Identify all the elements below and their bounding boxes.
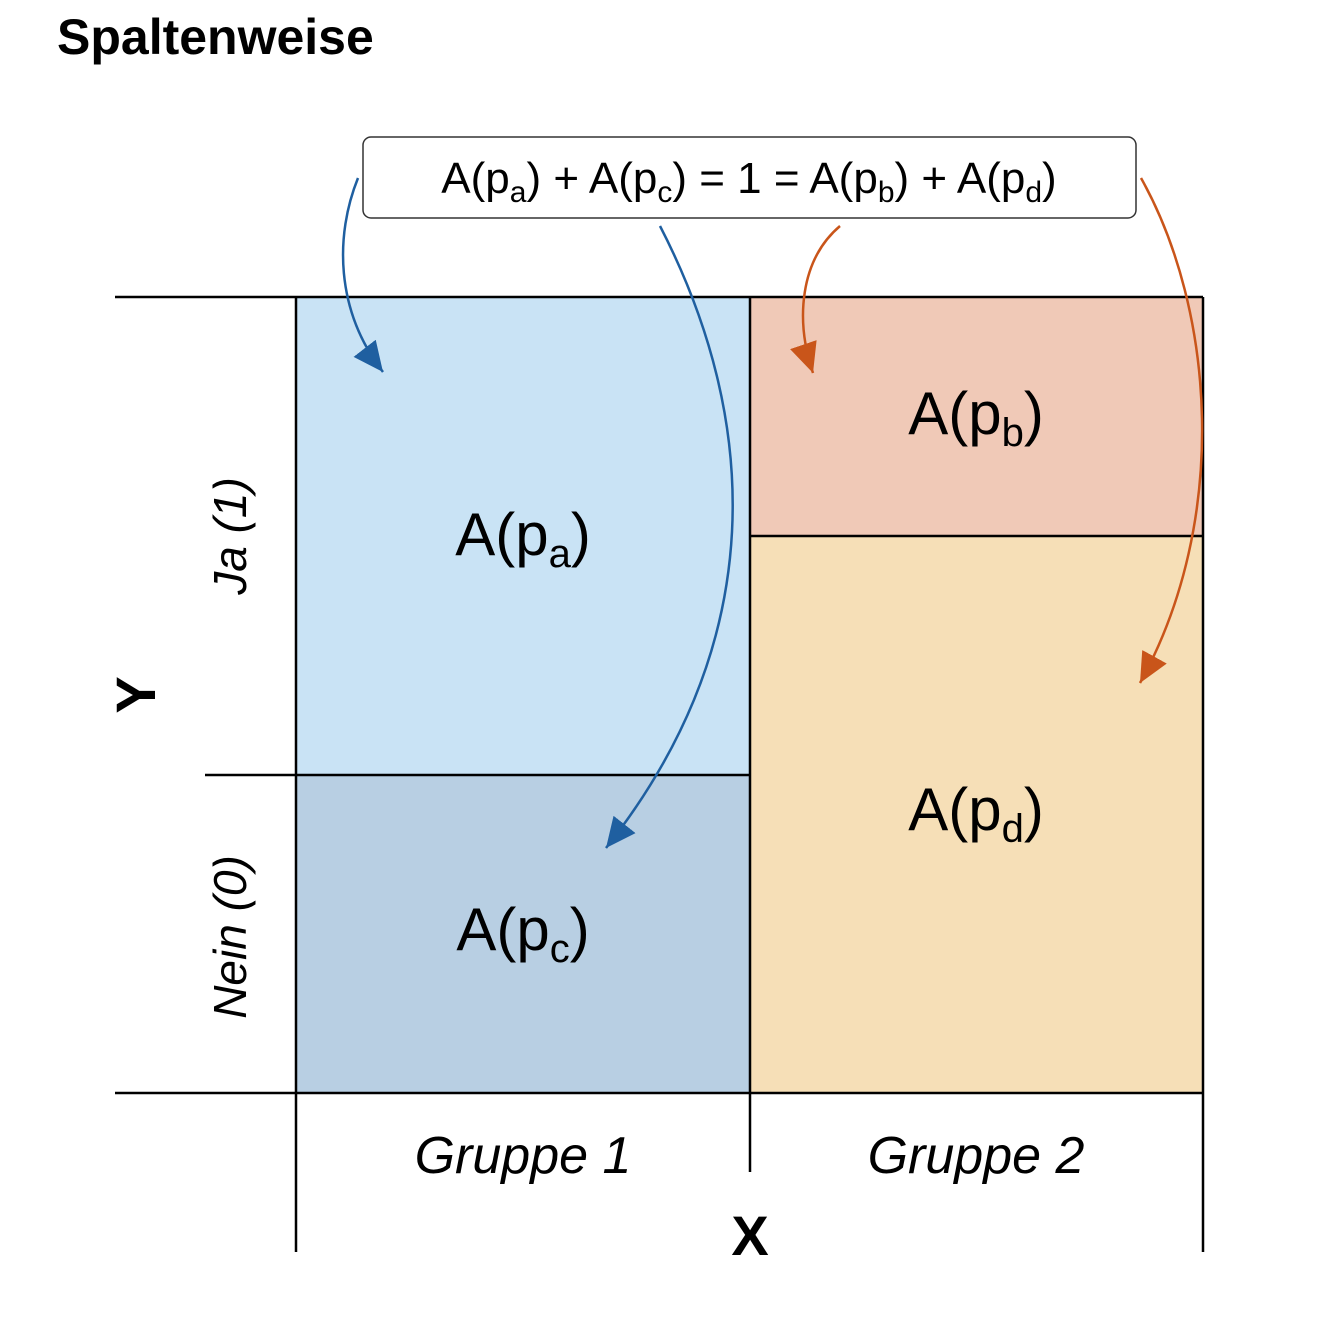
cell-a-label: A(pa): [455, 501, 591, 576]
formula-box: [362, 136, 1137, 219]
x-axis-label: X: [731, 1204, 768, 1267]
x-category-gruppe-2: Gruppe 2: [868, 1127, 1085, 1185]
cell-b-label: A(pb): [908, 380, 1044, 455]
cell-c-label: A(pc): [456, 896, 589, 971]
x-category-gruppe-1: Gruppe 1: [415, 1127, 632, 1185]
arrow-to-b: [790, 225, 841, 374]
y-category-ja: Ja (1): [204, 477, 256, 596]
grid-lines: [115, 295, 1205, 1252]
cell-d-label: A(pd): [908, 776, 1044, 851]
arrow-to-c: [605, 225, 734, 849]
y-category-nein: Nein (0): [204, 855, 256, 1019]
cell-b: [750, 297, 1203, 536]
arrow-to-d: [1138, 177, 1204, 684]
cell-a: [296, 297, 750, 775]
arrow-to-a: [341, 177, 384, 373]
cell-d: [750, 536, 1203, 1093]
formula-text: A(pa) + A(pc) = 1 = A(pb) + A(pd): [441, 154, 1056, 209]
page-title: Spaltenweise: [57, 9, 374, 65]
y-axis-label: Y: [104, 676, 167, 713]
cell-c: [296, 775, 750, 1093]
